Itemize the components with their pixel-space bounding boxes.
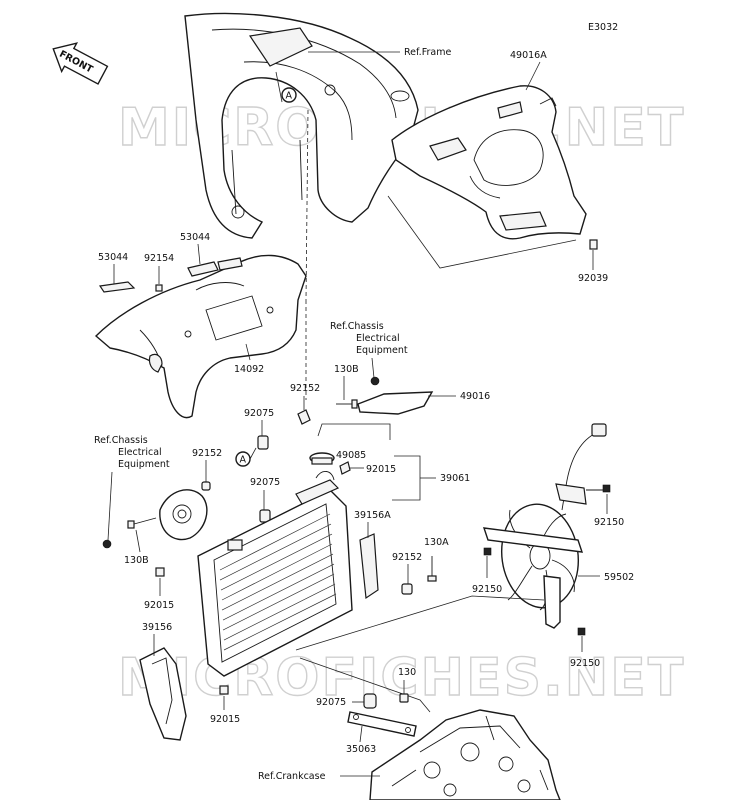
label-92154: 92154 bbox=[144, 253, 174, 264]
crankcase bbox=[369, 709, 561, 800]
grommet-92075-bottom bbox=[363, 693, 377, 709]
bracket-35063 bbox=[347, 711, 417, 737]
ref-chassis-2-line1: Ref.Chassis bbox=[94, 435, 148, 446]
heat-guard-49016A bbox=[391, 85, 587, 240]
front-arrow-icon: FRONT bbox=[52, 42, 109, 85]
label-92015-bottom: 92015 bbox=[210, 714, 240, 725]
shroud-39156 bbox=[139, 647, 187, 741]
label-92015-top: 92015 bbox=[366, 464, 396, 475]
label-39061: 39061 bbox=[440, 473, 470, 484]
ref-chassis-2-line2: Electrical bbox=[118, 447, 162, 458]
label-92150-mid: 92150 bbox=[472, 584, 502, 595]
nut-ref-chassis-1 bbox=[370, 376, 380, 386]
label-39156A: 39156A bbox=[354, 510, 391, 521]
ref-chassis-1-line3: Equipment bbox=[356, 345, 408, 356]
bolt-92150-mid bbox=[483, 547, 492, 556]
ref-chassis-1-line2: Electrical bbox=[356, 333, 400, 344]
label-14092: 14092 bbox=[234, 364, 264, 375]
label-92150-top: 92150 bbox=[594, 517, 624, 528]
cap-49085 bbox=[309, 452, 335, 465]
plate-49016 bbox=[357, 391, 434, 415]
ref-crankcase: Ref.Crankcase bbox=[258, 771, 326, 782]
label-130: 130 bbox=[398, 667, 416, 678]
nut-ref-chassis-2 bbox=[102, 539, 112, 549]
svg-text:A: A bbox=[286, 91, 293, 102]
diagram-code: E3032 bbox=[588, 22, 618, 33]
grommet-92075-top bbox=[257, 420, 269, 450]
bolt-130 bbox=[399, 680, 409, 703]
bolt-130A bbox=[427, 556, 437, 582]
strip-53044-top bbox=[187, 243, 219, 277]
radiator bbox=[197, 471, 353, 677]
clip-92152-left bbox=[201, 481, 211, 491]
clip-92015-bottom bbox=[219, 685, 229, 695]
label-92075-mid: 92075 bbox=[250, 477, 280, 488]
ref-chassis-1-line1: Ref.Chassis bbox=[330, 321, 384, 332]
label-49016A: 49016A bbox=[510, 50, 547, 61]
grommet-92075-mid bbox=[259, 490, 271, 523]
label-130B-top: 130B bbox=[334, 364, 359, 375]
fan-motor-cap bbox=[159, 489, 208, 541]
shroud-39156A bbox=[359, 533, 379, 600]
label-53044-top: 53044 bbox=[180, 232, 210, 243]
label-92015-left: 92015 bbox=[144, 600, 174, 611]
bolt-130B-top bbox=[336, 399, 358, 409]
label-92075-top: 92075 bbox=[244, 408, 274, 419]
clip-92015-top bbox=[339, 461, 351, 475]
label-49085: 49085 bbox=[336, 450, 366, 461]
clip-92152-top bbox=[297, 396, 311, 425]
cover-14092 bbox=[94, 254, 307, 419]
strip-53044-left bbox=[98, 264, 136, 293]
ref-frame: Ref.Frame bbox=[404, 47, 451, 58]
bolt-92150-top bbox=[602, 484, 611, 493]
label-92039: 92039 bbox=[578, 273, 608, 284]
radiator-fins bbox=[219, 513, 337, 651]
svg-text:A: A bbox=[240, 455, 247, 466]
label-92152-top: 92152 bbox=[290, 383, 320, 394]
label-59502: 59502 bbox=[604, 572, 634, 583]
strip-53044-right bbox=[217, 257, 243, 271]
cooling-fan-59502 bbox=[482, 423, 607, 629]
bolt-92039 bbox=[589, 239, 598, 270]
bolt-92150-bottom bbox=[577, 627, 586, 636]
label-92152-mid: 92152 bbox=[392, 552, 422, 563]
label-39156: 39156 bbox=[142, 622, 172, 633]
label-53044-left: 53044 bbox=[98, 252, 128, 263]
label-49016: 49016 bbox=[460, 391, 490, 402]
ref-chassis-2-line3: Equipment bbox=[118, 459, 170, 470]
bolt-92154 bbox=[155, 266, 163, 292]
marker-a-mid: A bbox=[235, 447, 257, 467]
label-130B-left: 130B bbox=[124, 555, 149, 566]
label-92150-bottom: 92150 bbox=[570, 658, 600, 669]
bolt-130B-left bbox=[127, 517, 157, 529]
label-92075-bottom: 92075 bbox=[316, 697, 346, 708]
label-35063: 35063 bbox=[346, 744, 376, 755]
marker-a-top: A bbox=[275, 71, 297, 103]
clip-92015-left bbox=[155, 567, 165, 577]
label-130A: 130A bbox=[424, 537, 449, 548]
frame-outline bbox=[184, 12, 419, 239]
label-92152-left: 92152 bbox=[192, 448, 222, 459]
clip-92152-mid bbox=[401, 564, 413, 595]
